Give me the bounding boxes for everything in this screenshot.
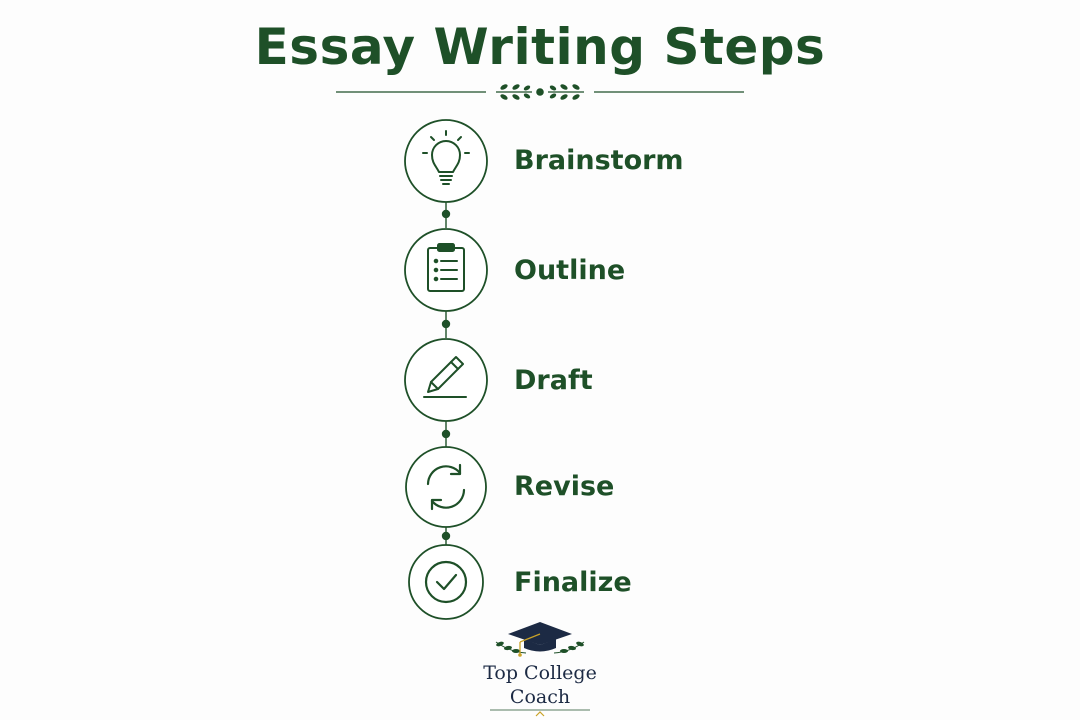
step-label-revise: Revise <box>514 471 615 502</box>
page-title: Essay Writing Steps <box>254 18 826 76</box>
logo-text-line2: Coach <box>509 686 571 708</box>
step-label-outline: Outline <box>514 255 626 286</box>
divider-center-dot <box>536 88 544 96</box>
laurel-left-icon <box>495 641 527 654</box>
logo-text-line1: Top College <box>483 662 597 684</box>
check-circle-icon <box>424 560 468 604</box>
connector-dot <box>441 531 451 541</box>
step-circle-revise <box>405 446 487 528</box>
refresh-icon <box>426 463 466 511</box>
step-circle-outline <box>404 228 488 312</box>
laurel-divider-ornament <box>336 84 744 100</box>
pencil-icon <box>423 356 467 398</box>
clipboard-list-icon <box>427 243 465 292</box>
step-circle-draft <box>404 338 488 422</box>
lightbulb-icon <box>422 130 470 185</box>
connector-dot <box>441 429 451 439</box>
connector-dot <box>441 209 451 219</box>
step-circle-finalize <box>408 544 484 620</box>
connector-dot <box>441 319 451 329</box>
brand-logo: Top College Coach <box>470 618 610 718</box>
logo-underline-ornament <box>490 709 590 717</box>
laurel-right-icon <box>553 641 585 654</box>
graduation-cap-icon <box>495 622 585 657</box>
step-label-brainstorm: Brainstorm <box>514 145 684 176</box>
timeline-connectors <box>441 202 451 550</box>
step-label-draft: Draft <box>514 365 593 396</box>
step-circle-brainstorm <box>404 119 488 203</box>
step-label-finalize: Finalize <box>514 567 632 598</box>
laurel-sprig-right-icon <box>548 84 584 100</box>
laurel-sprig-left-icon <box>496 84 532 100</box>
